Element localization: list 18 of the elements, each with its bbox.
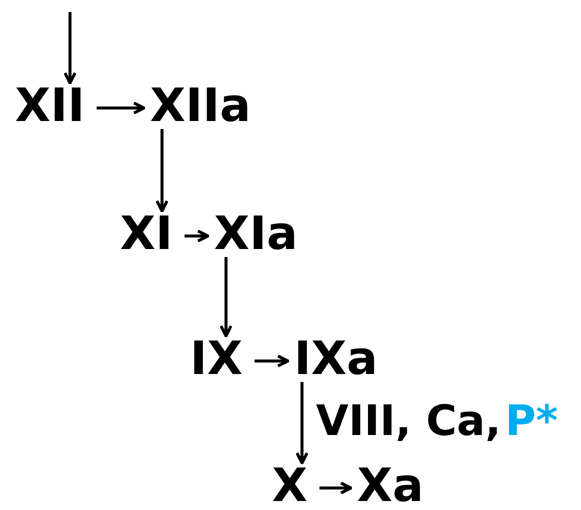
arrow (319, 482, 352, 494)
arrow (64, 12, 76, 84)
cofactor-label: P* (505, 398, 558, 444)
arrow (254, 354, 290, 368)
arrow (156, 129, 168, 212)
edge-label: VIII, Ca, (316, 398, 502, 444)
arrow (220, 257, 232, 338)
factor-label: X (272, 461, 308, 509)
arrow (96, 102, 146, 114)
factor-label: XIa (214, 209, 298, 257)
factor-label: Xa (357, 461, 424, 509)
factor-label: IXa (294, 334, 378, 382)
factor-label: IX (190, 334, 243, 382)
arrow (184, 230, 210, 242)
factor-label: XIIa (150, 81, 251, 129)
factor-label: XI (120, 209, 173, 257)
factor-label: XII (15, 81, 85, 129)
arrow (296, 382, 308, 464)
